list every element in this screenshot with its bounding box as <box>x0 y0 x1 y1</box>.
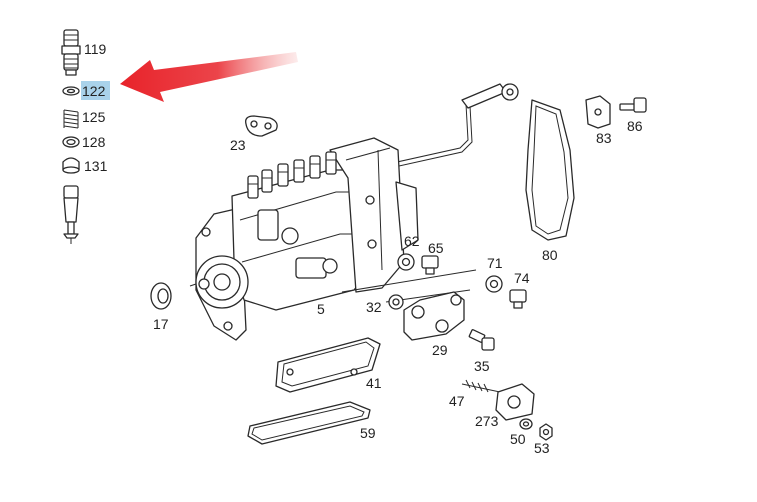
label-53: 53 <box>534 440 550 456</box>
label-122-highlight <box>81 81 110 100</box>
part-35-banjo-bolt <box>468 329 495 351</box>
label-23: 23 <box>230 137 246 153</box>
callout-arrow <box>120 52 298 102</box>
part-41-gasket <box>275 337 381 393</box>
label-131: 131 <box>84 158 108 174</box>
label-17: 17 <box>153 316 169 332</box>
label-119: 119 <box>84 41 107 57</box>
label-50: 50 <box>510 431 526 447</box>
part-59-gasket <box>247 401 371 445</box>
part-273-flange-plate <box>495 383 535 421</box>
label-122: 122 <box>82 83 106 99</box>
part-element-plunger <box>63 185 79 244</box>
part-74-plug <box>509 289 527 309</box>
label-29: 29 <box>432 342 448 358</box>
part-119-delivery-valve-holder <box>61 29 81 76</box>
label-83: 83 <box>596 130 612 146</box>
part-83-bracket <box>585 95 611 129</box>
part-131-valve-cap <box>62 157 80 174</box>
label-47: 47 <box>449 393 465 409</box>
label-71: 71 <box>487 255 503 271</box>
part-125-spring <box>63 109 79 129</box>
label-74: 74 <box>514 270 530 286</box>
part-86-bolt <box>619 97 647 113</box>
part-17-shaft-seal <box>150 282 172 310</box>
label-125: 125 <box>82 109 106 125</box>
part-71-washer <box>485 275 503 293</box>
label-41: 41 <box>366 375 382 391</box>
part-65-plug <box>421 255 439 275</box>
part-62-washer <box>397 253 415 271</box>
label-273: 273 <box>475 413 499 429</box>
part-53-nut <box>539 423 553 441</box>
label-5: 5 <box>317 301 325 317</box>
label-80: 80 <box>542 247 558 263</box>
label-59: 59 <box>360 425 376 441</box>
label-128: 128 <box>82 134 106 150</box>
label-32: 32 <box>366 299 382 315</box>
part-47-stud <box>461 379 501 393</box>
label-65: 65 <box>428 240 444 256</box>
part-80-cover-gasket <box>525 99 575 241</box>
part-50-washer <box>519 418 533 430</box>
part-32-washer <box>388 294 404 310</box>
label-86: 86 <box>627 118 643 134</box>
label-35: 35 <box>474 358 490 374</box>
part-29-fitting <box>403 291 465 341</box>
label-62: 62 <box>404 233 420 249</box>
part-23-gasket <box>245 115 278 137</box>
part-122-washer <box>62 86 80 96</box>
part-5-injection-pump <box>189 83 519 341</box>
part-128-seal-ring <box>62 136 80 148</box>
